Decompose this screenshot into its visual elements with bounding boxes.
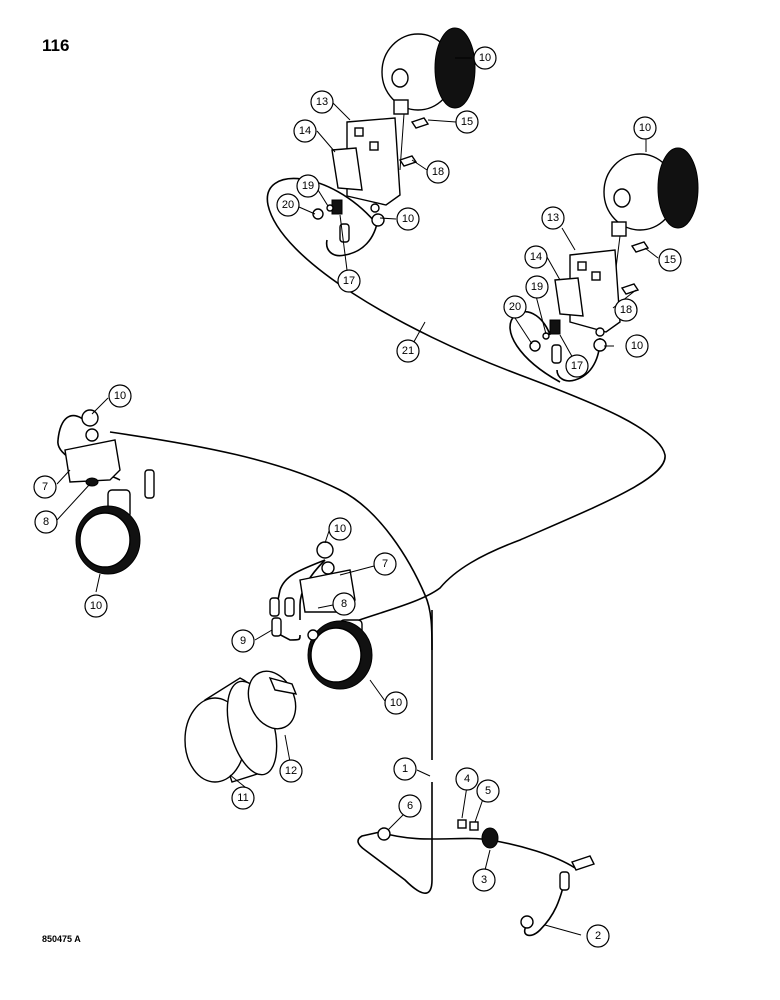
callout-14-upper-left-plate: 14	[293, 119, 317, 143]
svg-text:21: 21	[402, 345, 414, 357]
svg-text:12: 12	[285, 765, 297, 777]
callout-8-left-bolt: 8	[34, 510, 58, 534]
callout-15-upper-left-bolt: 15	[455, 110, 479, 134]
callout-10-upper-right-lamp: 10	[633, 116, 657, 140]
callout-13-upper-left-bracket: 13	[310, 90, 334, 114]
callout-20-upper-left-nut: 20	[276, 193, 300, 217]
callout-10-upper-right-grommet: 10	[625, 334, 649, 358]
svg-text:19: 19	[531, 281, 543, 293]
callout-2-ground-wire: 2	[586, 924, 610, 948]
svg-text:14: 14	[299, 125, 311, 137]
callout-18-upper-left-screw: 18	[426, 160, 450, 184]
svg-text:8: 8	[43, 516, 49, 528]
callout-17-upper-right-clip: 17	[565, 354, 589, 378]
callout-10-middle-grommet: 10	[328, 517, 352, 541]
svg-text:10: 10	[390, 697, 402, 709]
svg-text:15: 15	[461, 116, 473, 128]
svg-text:10: 10	[631, 340, 643, 352]
callout-bubbles: 10 13 15 14 18 19 20 17 10 10 13 15 14 1…	[33, 46, 682, 948]
svg-text:17: 17	[571, 360, 583, 372]
callout-19-upper-right-washer: 19	[525, 275, 549, 299]
callout-10-upper-left-lamp: 10	[473, 46, 497, 70]
svg-text:10: 10	[402, 213, 414, 225]
lower-connectors	[377, 819, 595, 929]
callout-10-left-lamp: 10	[84, 594, 108, 618]
callout-10-left-grommet: 10	[108, 384, 132, 408]
svg-text:11: 11	[237, 792, 248, 804]
svg-text:17: 17	[343, 275, 355, 287]
callout-13-upper-right-bracket: 13	[541, 206, 565, 230]
upper-left-work-lamp	[312, 27, 476, 243]
left-flood-lamp	[64, 409, 155, 575]
callout-19-upper-left-washer: 19	[296, 174, 320, 198]
callout-3-clip: 3	[472, 868, 496, 892]
svg-text:5: 5	[485, 785, 491, 797]
svg-text:10: 10	[639, 122, 651, 134]
svg-text:20: 20	[509, 301, 521, 313]
svg-text:19: 19	[302, 180, 314, 192]
callout-14-upper-right-plate: 14	[524, 245, 548, 269]
callout-18-upper-right-screw: 18	[614, 298, 638, 322]
middle-flood-lamp	[269, 541, 373, 690]
svg-text:13: 13	[547, 212, 559, 224]
callout-5-nut: 5	[476, 779, 500, 803]
svg-text:18: 18	[620, 304, 632, 316]
upper-right-work-lamp	[529, 147, 699, 364]
svg-text:2: 2	[595, 930, 601, 942]
callout-4-screw: 4	[455, 767, 479, 791]
svg-text:1: 1	[402, 763, 408, 775]
svg-text:10: 10	[90, 600, 102, 612]
svg-text:10: 10	[114, 390, 126, 402]
svg-text:14: 14	[530, 251, 542, 263]
svg-text:10: 10	[334, 523, 346, 535]
svg-text:15: 15	[664, 254, 676, 266]
callout-11-guard: 11	[231, 786, 255, 810]
callout-9-middle-connector: 9	[231, 629, 255, 653]
callout-8-middle-bolt: 8	[332, 592, 356, 616]
svg-text:7: 7	[382, 558, 388, 570]
figure-code: 850475 A	[42, 934, 81, 944]
callout-17-upper-left-clip: 17	[337, 269, 361, 293]
callout-10-upper-left-grommet: 10	[396, 207, 420, 231]
svg-text:10: 10	[479, 52, 491, 64]
lamp-guard-and-clamp	[184, 670, 298, 783]
page-number: 116	[42, 36, 70, 55]
callout-6-connector: 6	[398, 794, 422, 818]
svg-text:18: 18	[432, 166, 444, 178]
callout-12-clamp: 12	[279, 759, 303, 783]
callout-15-upper-right-bolt: 15	[658, 248, 682, 272]
callout-7-middle-bracket: 7	[373, 552, 397, 576]
callout-10-middle-lamp: 10	[384, 691, 408, 715]
callout-21-harness: 21	[396, 339, 420, 363]
svg-text:3: 3	[481, 874, 487, 886]
svg-text:4: 4	[464, 773, 470, 785]
svg-text:20: 20	[282, 199, 294, 211]
svg-text:6: 6	[407, 800, 413, 812]
svg-text:13: 13	[316, 96, 328, 108]
svg-text:8: 8	[341, 598, 347, 610]
callout-20-upper-right-nut: 20	[503, 295, 527, 319]
callout-1-harness: 1	[393, 757, 417, 781]
callout-7-left-bracket: 7	[33, 475, 57, 499]
svg-text:9: 9	[240, 635, 246, 647]
svg-text:7: 7	[42, 481, 48, 493]
